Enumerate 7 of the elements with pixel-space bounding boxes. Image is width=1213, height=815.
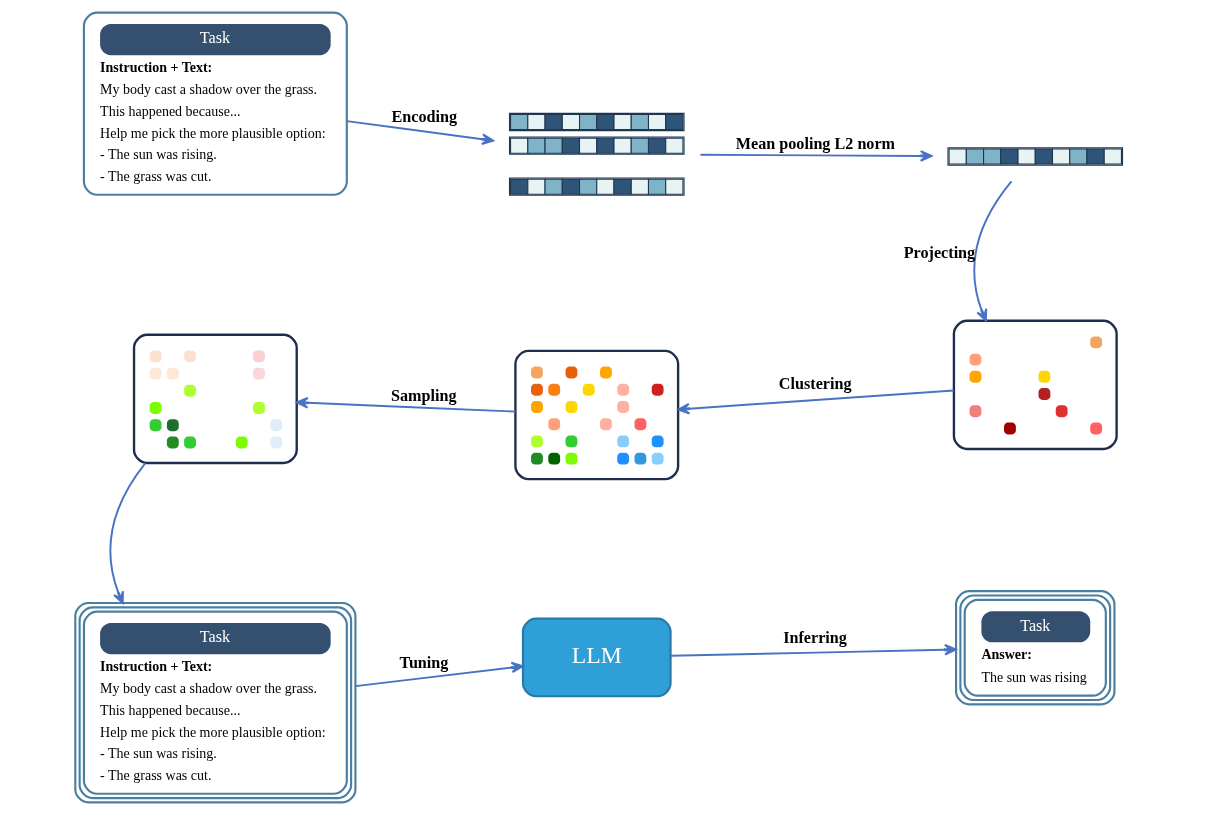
edge-label: Sampling	[390, 387, 457, 405]
edge-label: Clustering	[778, 375, 852, 393]
edge-label: Encoding	[391, 107, 457, 125]
edge-label: Projecting	[903, 244, 975, 262]
edge-label: Mean pooling L2 norm	[735, 134, 895, 152]
edge-label: Inferring	[782, 629, 847, 647]
edge-label: Tuning	[399, 654, 448, 672]
